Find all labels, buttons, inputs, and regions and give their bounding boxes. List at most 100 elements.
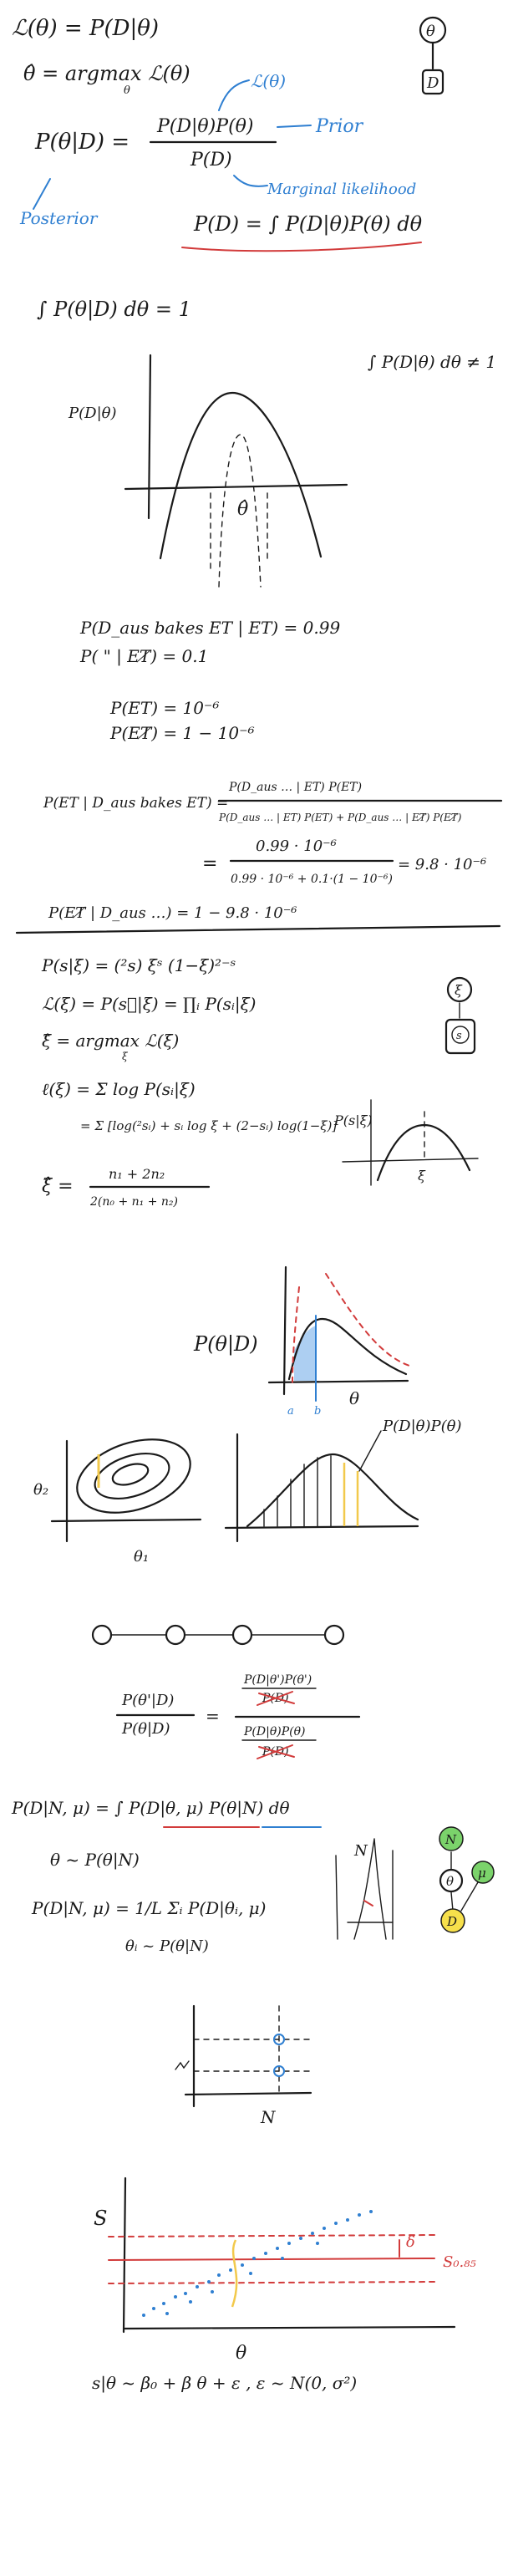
et-calc-numerator: 0.99 · 10⁻⁶: [256, 837, 337, 855]
likelihood-plot-y-axis: [147, 354, 152, 520]
plate-s: [444, 1018, 476, 1055]
contour-middle: [94, 1453, 170, 1499]
posterior-curve: [287, 1317, 408, 1381]
tree-mark-1: [363, 1900, 373, 1907]
likelihood-plot-x-axis: [124, 483, 348, 491]
reg-x-label: θ: [236, 2343, 246, 2364]
node-theta-h-label: θ: [446, 1874, 454, 1889]
posterior-annotation: Posterior: [19, 208, 99, 228]
section-joint-posterior: θ₂ θ₁ P(D|θ)P(θ): [33, 1418, 461, 1565]
prior-dashed-left: [292, 1286, 300, 1383]
contour-y-label: θ₂: [33, 1481, 48, 1499]
et-calc-denominator: 0.99 · 10⁻⁶ + 0.1·(1 − 10⁻⁶): [231, 873, 393, 886]
tree-branches: [353, 1838, 387, 1940]
log-likelihood-expanded: = Σ [log(²sᵢ) + sᵢ log ξ + (2−sᵢ) log(1−…: [80, 1118, 337, 1133]
tree-label: N: [353, 1842, 368, 1860]
contour-x-axis: [50, 1518, 202, 1523]
posterior-plot-y-axis: [282, 1265, 287, 1396]
equals-sign: =: [202, 853, 217, 874]
chain-node-3: [231, 1624, 253, 1646]
grid-x-axis: [184, 2091, 312, 2096]
et-likelihood-1: P(D_aus bakes ET | ET) = 0.99: [79, 618, 340, 639]
et-calc-result: = 9.8 · 10⁻⁶: [398, 856, 486, 873]
bayes-denominator: P(D): [190, 150, 232, 171]
bayes-lhs: P(θ|D) =: [34, 130, 130, 155]
threshold-line: [108, 2258, 435, 2261]
chain-node-4: [323, 1624, 345, 1646]
threshold-label: S₀.₈₅: [443, 2253, 476, 2271]
section-mcmc-ratio: P(θ'|D) P(θ|D) = P(D|θ')P(θ') P(D) P(D|θ…: [91, 1624, 361, 1759]
binomial-likelihood: ℒ(ξ) = P(s⃗|ξ) = ∏ᵢ P(sᵢ|ξ): [42, 994, 256, 1015]
node-d-h: [440, 1908, 465, 1933]
tick-a: a: [287, 1405, 294, 1418]
node-mu-label: μ: [478, 1866, 486, 1881]
binomial-argmax-sub: ξ: [122, 1051, 129, 1062]
likelihood-not-normalized: ∫ P(D|θ) dθ ≠ 1: [368, 352, 496, 373]
posterior-plot-label: P(θ|D): [193, 1332, 258, 1357]
prior-arrow: [277, 125, 312, 128]
credible-region: [294, 1326, 316, 1381]
edges-to-d: [450, 1881, 479, 1912]
mini-plot-x-axis: [342, 1158, 479, 1163]
riemann-label: P(D|θ)P(θ): [382, 1418, 461, 1435]
reg-y-axis: [122, 2176, 127, 2334]
xi-hat-numerator: n₁ + 2n₂: [109, 1166, 165, 1182]
section-hierarchical: P(D|N, μ) = ∫ P(D|θ, μ) P(θ|N) dθ θ ~ P(…: [11, 1798, 495, 1955]
et-prior-complement: P(ET̸) = 1 − 10⁻⁶: [109, 723, 255, 743]
theta-sampling: θ ~ P(θ|N): [50, 1850, 140, 1871]
node-n-label: N: [444, 1832, 457, 1847]
node-s-label: s: [456, 1030, 462, 1042]
bayes-numerator: P(D|θ)P(θ): [156, 116, 253, 137]
log-likelihood: ℓ(ξ) = Σ log P(sᵢ|ξ): [42, 1079, 196, 1100]
node-xi-label: ξ: [455, 982, 463, 998]
grid-point-1: [273, 2034, 285, 2045]
ratio-lhs-numerator: P(θ'|D): [121, 1692, 174, 1709]
section-et-example: P(D_aus bakes ET | ET) = 0.99 P( " | ET̸…: [15, 618, 503, 934]
theta-i-sampling: θᵢ ~ P(θ|N): [125, 1937, 209, 1955]
contour-outer: [76, 1438, 191, 1514]
riemann-curve: [246, 1453, 419, 1528]
regression-model: s|θ ~ β₀ + β θ + ε , ε ~ N(0, σ²): [92, 2373, 357, 2394]
section-credible-interval: P(θ|D) a b θ: [193, 1265, 410, 1418]
xi-hat-denominator: 2(n₀ + n₁ + n₂): [89, 1195, 178, 1209]
marginal-annotation: Marginal likelihood: [267, 181, 416, 198]
hierarchical-marginal: P(D|N, μ) = ∫ P(D|θ, μ) P(θ|N) dθ: [11, 1798, 290, 1819]
node-data: [421, 69, 444, 95]
chain-node-2: [165, 1624, 186, 1646]
contour-inner: [111, 1463, 150, 1486]
mini-plot-label: P(s|ξ): [333, 1112, 373, 1128]
strike-top: [257, 1691, 295, 1706]
posterior-plot-x-axis: [267, 1379, 409, 1384]
et-posterior-lhs: P(ET | D_aus bakes ET) =: [43, 795, 228, 812]
node-n: [439, 1826, 464, 1851]
tick-b: b: [314, 1405, 321, 1418]
grid-squiggle: [175, 2060, 190, 2070]
node-theta-h: [439, 1868, 464, 1893]
posterior-dashed-curve: [218, 434, 262, 588]
ratio-lhs-denominator: P(θ|D): [121, 1720, 170, 1738]
theta-hat-marker: θ̂: [237, 499, 248, 520]
posterior-normalization: ∫ P(θ|D) dθ = 1: [37, 298, 191, 322]
posterior-plot-x-label: θ: [349, 1388, 359, 1408]
node-data-label: D: [426, 74, 439, 92]
strike-bottom: [257, 1744, 295, 1759]
ratio-rhs-denominator: P(D|θ)P(θ): [243, 1725, 306, 1739]
grid-x-label: N: [260, 2107, 277, 2127]
likelihood-arrow: [218, 79, 250, 111]
marginal-arrow: [233, 175, 268, 187]
tree-left-bound: [335, 1855, 338, 1940]
monte-carlo-estimate: P(D|N, μ) = 1/L Σᵢ P(D|θᵢ, μ): [31, 1898, 266, 1919]
node-theta-label: θ: [426, 23, 435, 40]
scatter-points: [142, 2210, 373, 2317]
reg-x-axis: [122, 2325, 456, 2330]
riemann-x-axis: [224, 1525, 419, 1530]
et-likelihood-2: P( " | ET̸) = 0.1: [79, 646, 208, 667]
likelihood-definition: ℒ(θ) = P(D|θ): [12, 16, 159, 41]
posterior-arrow: [33, 178, 51, 210]
riemann-bar-lines: [263, 1455, 332, 1527]
node-xi: [446, 976, 473, 1003]
riemann-bars: [263, 1455, 359, 1527]
node-d-h-label: D: [446, 1914, 457, 1929]
section-bayes-basics: ℒ(θ) = P(D|θ) θ̂ = argmax ℒ(θ) θ θ D ℒ(θ…: [12, 16, 447, 252]
